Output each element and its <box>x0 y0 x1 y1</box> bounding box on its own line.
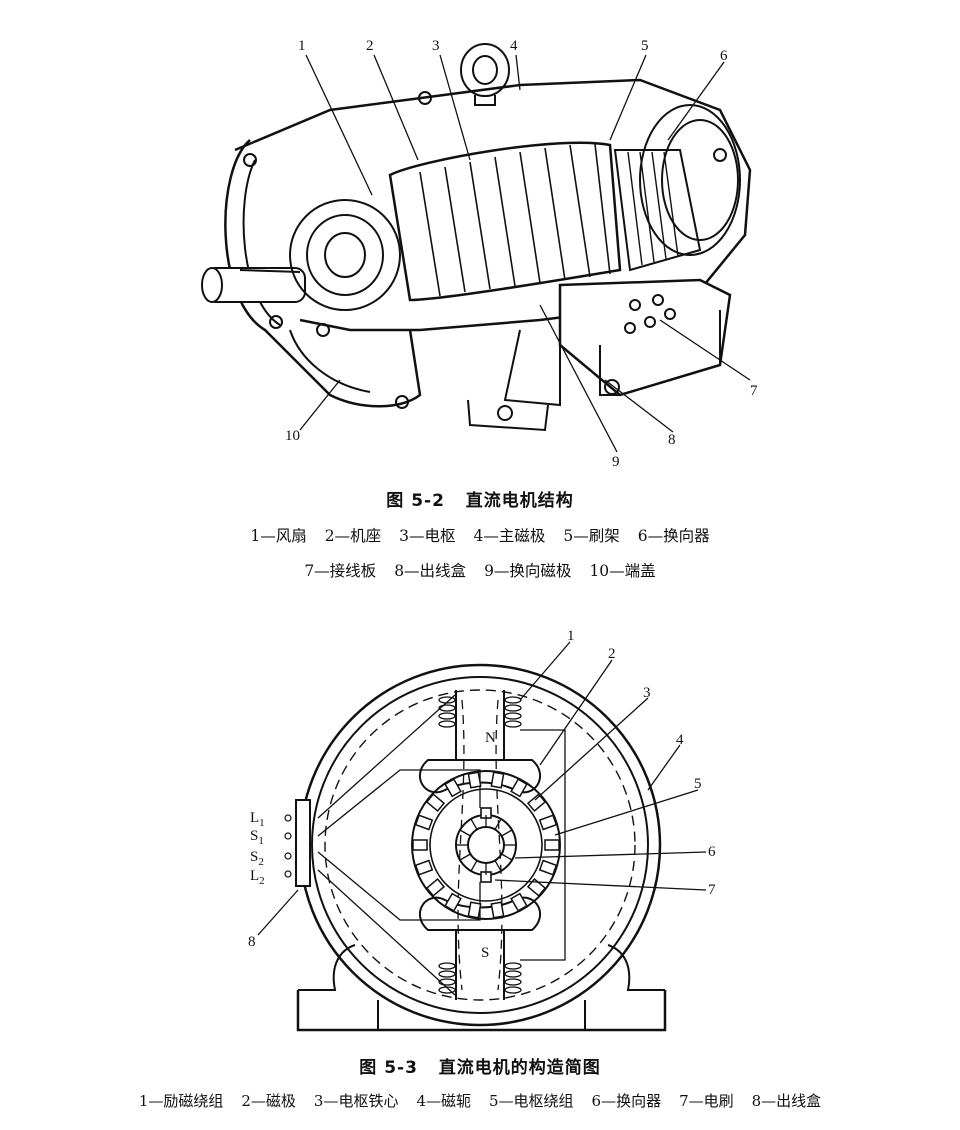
terminal-labels: L1 S1 S2 L2 <box>250 810 292 887</box>
commutator-segment-line <box>459 853 471 861</box>
terminal-l1: L1 <box>250 810 265 829</box>
fig1-legend-item: 3—电枢 <box>399 527 456 545</box>
fig2-callout: 5 <box>694 776 702 792</box>
fig1-legend-item: 1—风扇 <box>250 527 307 545</box>
armature-slot <box>538 859 558 876</box>
armature-slot <box>467 901 482 919</box>
fig2-legend-item: 6—换向器 <box>591 1092 662 1110</box>
fig2-legend-item: 1—励磁绕组 <box>138 1092 224 1110</box>
fig1-callout: 7 <box>750 383 758 399</box>
dc-motor-schematic <box>295 663 667 1032</box>
fig2-callout: 1 <box>567 628 575 644</box>
fig2-legend-item: 7—电刷 <box>679 1092 734 1110</box>
fig1-callout: 2 <box>366 38 374 54</box>
armature-slot <box>414 859 434 876</box>
fig2-legend-item: 5—电枢绕组 <box>489 1092 574 1110</box>
commutator-segment-line <box>501 829 513 837</box>
armature-slot <box>490 901 505 919</box>
fig2-callout: 3 <box>643 685 651 701</box>
fig1-callout: 3 <box>432 38 440 54</box>
fig2-legend-item: 3—电枢铁心 <box>313 1092 399 1110</box>
armature-slot <box>467 771 482 789</box>
fig1-legend-item: 2—机座 <box>324 527 382 545</box>
fig1-callout: 9 <box>612 454 620 470</box>
fig2-callout: 2 <box>608 646 616 662</box>
north-pole-label: N <box>485 730 496 746</box>
fig2-legend-item: 2—磁极 <box>241 1092 296 1110</box>
fig1-title-num: 图 5-2 <box>386 491 445 511</box>
armature-slots <box>412 771 560 919</box>
fig1-legend-row2: 7—接线板 8—出线盒 9—换向磁极 10—端盖 <box>0 559 960 581</box>
fig1-legend-row1: 1—风扇 2—机座 3—电枢 4—主磁极 5—刷架 6—换向器 <box>0 524 960 546</box>
terminal-s1: S1 <box>250 828 264 847</box>
armature-slot <box>510 892 528 912</box>
fig1-callout: 1 <box>298 38 306 54</box>
fig2-legend-item: 4—磁轭 <box>416 1092 471 1110</box>
fig2-callout: 8 <box>248 934 256 950</box>
fig1-callout: 4 <box>510 38 518 54</box>
armature-slot <box>538 814 558 831</box>
commutator-segment-line <box>470 860 478 872</box>
fig2-title-num: 图 5-3 <box>359 1058 418 1078</box>
armature-slot <box>412 839 428 851</box>
armature-slot <box>544 839 560 851</box>
fig1-callout: 5 <box>641 38 649 54</box>
commutator-segment-line <box>494 860 502 872</box>
fig2-title-text: 直流电机的构造简图 <box>438 1058 601 1078</box>
armature-slot <box>444 778 462 798</box>
armature-slot <box>526 878 547 897</box>
armature-slot <box>490 771 505 789</box>
fig1-legend-item: 7—接线板 <box>304 562 377 580</box>
fig1-title-text: 直流电机结构 <box>465 491 574 511</box>
fig2-callout: 7 <box>708 882 716 898</box>
fig2-legend-item: 8—出线盒 <box>751 1092 822 1110</box>
fig2-callout: 6 <box>708 844 716 860</box>
commutator-segment-line <box>470 818 478 830</box>
fig1-callout: 8 <box>668 432 676 448</box>
fig1-legend-item: 9—换向磁极 <box>484 562 572 580</box>
fig1-legend-item: 10—端盖 <box>589 562 656 580</box>
fig2-callout-numbers: 1 2 3 4 5 6 7 8 <box>248 628 716 950</box>
south-pole-label: S <box>481 945 489 961</box>
commutator-segments <box>456 815 516 875</box>
armature-slot <box>425 878 446 897</box>
armature-slot <box>510 778 528 798</box>
armature-slot <box>425 793 446 812</box>
terminal-s2: S2 <box>250 849 264 868</box>
fig1-legend-item: 6—换向器 <box>637 527 710 545</box>
fig1-callout-numbers: 1 2 3 4 5 6 7 8 9 10 <box>285 38 758 470</box>
fig2-title: 图 5-3 直流电机的构造简图 <box>0 1053 960 1078</box>
terminal-l2: L2 <box>250 868 265 887</box>
armature-slot <box>526 793 547 812</box>
fig2-callout: 4 <box>676 732 684 748</box>
dc-motor-cutaway-illustration <box>201 43 752 432</box>
fig1-callout: 10 <box>285 428 300 444</box>
commutator-segment-line <box>494 818 502 830</box>
fig1-callout: 6 <box>720 48 728 64</box>
fig1-callout-leaders <box>299 54 751 453</box>
fig2-callout-leaders <box>257 641 707 936</box>
fig1-legend-item: 8—出线盒 <box>394 562 467 580</box>
armature-slot <box>414 814 434 831</box>
commutator-segment-line <box>459 829 471 837</box>
fig1-title: 图 5-2 直流电机结构 <box>0 486 960 511</box>
armature-slot <box>444 892 462 912</box>
fig1-legend-item: 4—主磁极 <box>473 527 546 545</box>
commutator-segment-line <box>501 853 513 861</box>
fig1-legend-item: 5—刷架 <box>563 527 620 545</box>
fig2-legend: 1—励磁绕组 2—磁极 3—电枢铁心 4—磁轭 5—电枢绕组 6—换向器 7—电刷 8—出线盒 <box>0 1090 960 1111</box>
